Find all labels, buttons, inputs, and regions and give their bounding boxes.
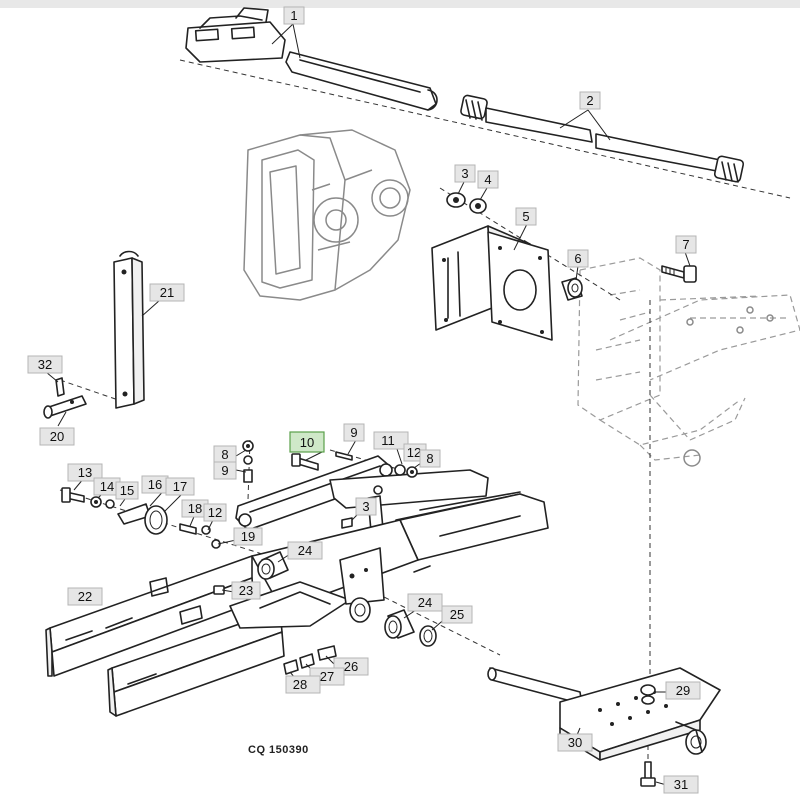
- callout-9-left: 9: [213, 461, 237, 480]
- callout-27: 27: [309, 667, 345, 686]
- callout-17: 17: [165, 477, 195, 496]
- callout-19: 19: [233, 527, 263, 546]
- callout-1: 1: [283, 6, 305, 25]
- callout-22: 22: [67, 587, 103, 606]
- callout-15: 15: [115, 481, 139, 500]
- callout-31-label: 31: [674, 777, 688, 792]
- callout-29: 29: [665, 681, 701, 700]
- callout-27-label: 27: [320, 669, 334, 684]
- callout-5: 5: [515, 207, 537, 226]
- callout-12-left-label: 12: [208, 505, 222, 520]
- callout-30-label: 30: [568, 735, 582, 750]
- gearbox-housing-ghost: [243, 129, 411, 301]
- callout-24-lower-label: 24: [418, 595, 432, 610]
- callout-26-label: 26: [344, 659, 358, 674]
- part-31-bolt: [640, 761, 656, 787]
- callout-20-label: 20: [50, 429, 64, 444]
- tractor-frame-ghost: [577, 257, 800, 467]
- callout-8-right: 8: [419, 449, 441, 468]
- callout-3-lower: 3: [355, 497, 377, 516]
- part-24-bushing-lower: [349, 597, 415, 639]
- callout-21: 21: [149, 283, 185, 302]
- callout-14: 14: [93, 477, 121, 496]
- callout-11: 11: [373, 431, 409, 450]
- callout-32: 32: [27, 355, 63, 374]
- callout-3-label: 3: [461, 166, 468, 181]
- part-1-pto-guard: [185, 7, 438, 111]
- callout-8-left-label: 8: [221, 447, 228, 462]
- callout-8-right-label: 8: [426, 451, 433, 466]
- callout-4-label: 4: [484, 172, 491, 187]
- fastener-cluster-top: [242, 440, 418, 529]
- callout-4: 4: [477, 170, 499, 189]
- callout-11-label: 11: [381, 433, 395, 448]
- callout-15-label: 15: [120, 483, 134, 498]
- callout-2: 2: [579, 91, 601, 110]
- callout-10: 10: [289, 431, 325, 453]
- parts-26-27-28-fittings: [283, 645, 337, 675]
- callout-19-label: 19: [241, 529, 255, 544]
- callout-6: 6: [567, 249, 589, 268]
- part-24-bushing-upper: [257, 551, 289, 580]
- callout-17-label: 17: [173, 479, 187, 494]
- callout-29-label: 29: [676, 683, 690, 698]
- part-21-vertical-link: [113, 250, 145, 409]
- callout-20: 20: [39, 427, 75, 446]
- callout-18-label: 18: [188, 501, 202, 516]
- part-6-bushing: [561, 277, 583, 301]
- fastener-cluster-left: [61, 487, 221, 549]
- callout-16: 16: [141, 475, 169, 494]
- callout-13-label: 13: [78, 465, 92, 480]
- part-2-drive-shaft: [460, 94, 745, 183]
- part-5-adapter-housing: [431, 225, 553, 341]
- callout-28: 28: [285, 675, 321, 694]
- callout-3: 3: [454, 164, 476, 183]
- callout-21-label: 21: [160, 285, 174, 300]
- callout-30: 30: [557, 733, 593, 752]
- callout-6-label: 6: [574, 251, 581, 266]
- callout-31: 31: [663, 775, 699, 794]
- callout-9-top: 9: [343, 423, 365, 442]
- callout-25-label: 25: [450, 607, 464, 622]
- parts-3-4-nuts: [446, 192, 487, 214]
- callout-25: 25: [441, 605, 473, 624]
- callout-7-label: 7: [682, 237, 689, 252]
- callout-16-label: 16: [148, 477, 162, 492]
- top-band: [0, 0, 800, 8]
- callout-2-label: 2: [586, 93, 593, 108]
- part-20-clevis-pin: [43, 395, 87, 419]
- callout-23-label: 23: [239, 583, 253, 598]
- part-29-nut: [640, 684, 656, 705]
- callout-28-label: 28: [293, 677, 307, 692]
- callout-13: 13: [67, 463, 103, 482]
- callout-3-lower-label: 3: [362, 499, 369, 514]
- figure-reference-code: CQ 150390: [248, 744, 309, 756]
- callout-9-top-label: 9: [350, 425, 357, 440]
- callout-7: 7: [675, 235, 697, 254]
- callout-12-left: 12: [203, 503, 227, 522]
- callout-14-label: 14: [100, 479, 114, 494]
- callout-9-left-label: 9: [221, 463, 228, 478]
- callout-32-label: 32: [38, 357, 52, 372]
- callout-24-lower: 24: [407, 593, 443, 612]
- callout-1-label: 1: [290, 8, 297, 23]
- callout-12-top-label: 12: [407, 445, 421, 460]
- part-25-collar: [419, 625, 437, 647]
- callout-10-label: 10: [300, 435, 314, 450]
- part-22-main-frame: [45, 493, 549, 717]
- part-7-bolt: [661, 265, 697, 283]
- callout-24-upper: 24: [287, 541, 323, 560]
- callout-22-label: 22: [78, 589, 92, 604]
- callout-5-label: 5: [522, 209, 529, 224]
- callout-8-left: 8: [213, 445, 237, 464]
- callout-23: 23: [231, 581, 261, 600]
- callout-24-upper-label: 24: [298, 543, 312, 558]
- part-32-pin: [55, 377, 65, 397]
